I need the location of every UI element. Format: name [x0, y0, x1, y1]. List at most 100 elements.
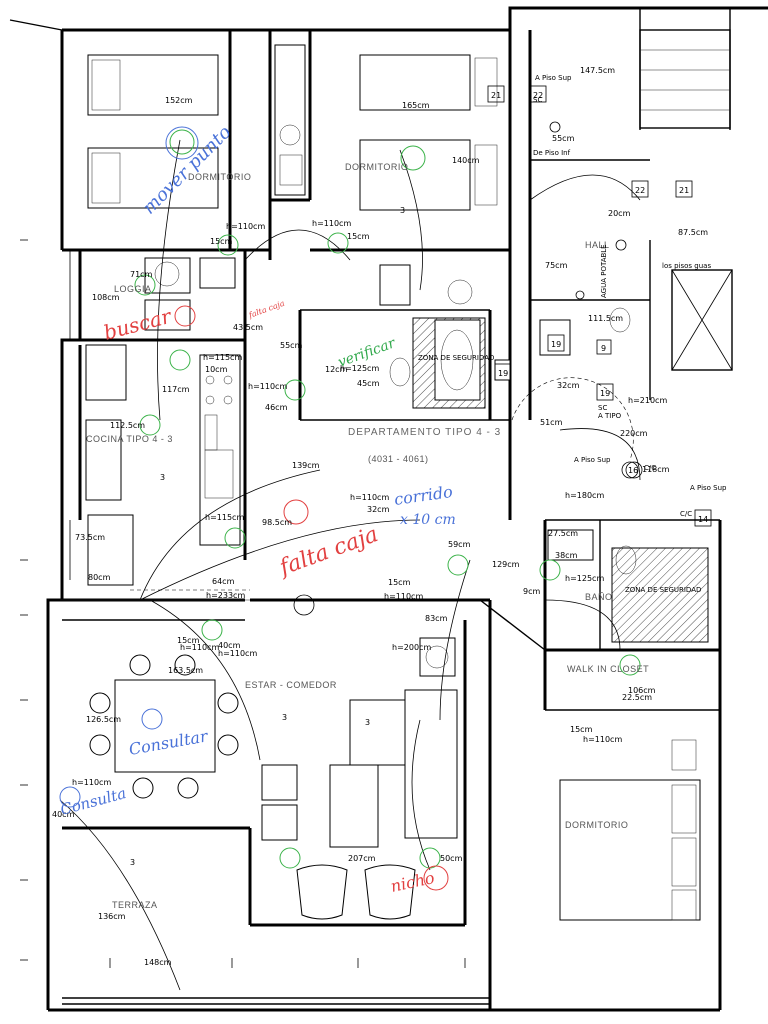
svg-text:106cm: 106cm [628, 686, 656, 695]
riser-notes: A Piso Sup De Piso Inf AGUA POTABLE los … [533, 74, 727, 518]
svg-text:126.5cm: 126.5cm [86, 715, 121, 724]
svg-text:46cm: 46cm [265, 403, 288, 412]
room-departamento: DEPARTAMENTO TIPO 4 - 3 [348, 427, 501, 438]
note-falta-caja-small: falta caja [247, 299, 286, 321]
svg-text:h=110cm: h=110cm [350, 493, 389, 502]
svg-text:75cm: 75cm [545, 261, 568, 270]
svg-text:h=125cm: h=125cm [565, 574, 604, 583]
room-dormitorio-2: DORMITORIO [345, 162, 408, 172]
outlet-symbols [293, 121, 639, 616]
svg-text:3: 3 [400, 206, 405, 215]
svg-text:h=110cm: h=110cm [583, 735, 622, 744]
svg-text:55cm: 55cm [280, 341, 303, 350]
svg-text:55cm: 55cm [552, 134, 575, 143]
svg-text:h=110cm: h=110cm [226, 222, 265, 231]
stair-block [639, 29, 733, 371]
svg-text:h=180cm: h=180cm [565, 491, 604, 500]
svg-text:15cm: 15cm [570, 725, 593, 734]
svg-text:10cm: 10cm [205, 365, 228, 374]
svg-text:136cm: 136cm [98, 912, 126, 921]
security-zone-label-1: ZONA DE SEGURIDAD [418, 354, 494, 362]
svg-text:h=200cm: h=200cm [392, 643, 431, 652]
svg-text:40cm: 40cm [218, 641, 241, 650]
security-zone-2 [611, 547, 709, 643]
svg-text:220cm: 220cm [620, 429, 648, 438]
svg-text:16: 16 [628, 466, 638, 475]
svg-text:112.5cm: 112.5cm [110, 421, 145, 430]
svg-text:80cm: 80cm [88, 573, 111, 582]
svg-text:15cm: 15cm [177, 636, 200, 645]
svg-text:140cm: 140cm [452, 156, 480, 165]
svg-text:32cm: 32cm [557, 381, 580, 390]
svg-text:51cm: 51cm [540, 418, 563, 427]
svg-text:h=110cm: h=110cm [248, 382, 287, 391]
svg-text:12cm: 12cm [325, 365, 348, 374]
room-terraza: TERRAZA [112, 900, 158, 910]
svg-text:163.5cm: 163.5cm [168, 666, 203, 675]
svg-text:64cm: 64cm [212, 577, 235, 586]
svg-text:50cm: 50cm [440, 854, 463, 863]
svg-text:C/C: C/C [644, 464, 656, 472]
svg-text:los pisos guas: los pisos guas [662, 262, 711, 270]
svg-text:21: 21 [679, 186, 689, 195]
tags: 21 22 22 21 19 9 19 19 16 14 3 3 3 3 3 [130, 85, 712, 867]
svg-text:108cm: 108cm [92, 293, 120, 302]
svg-text:h=110cm: h=110cm [384, 592, 423, 601]
svg-text:A Piso Sup: A Piso Sup [690, 484, 727, 492]
window-ticks [20, 239, 466, 968]
svg-text:22: 22 [533, 91, 543, 100]
note-corrido: corrido [393, 482, 454, 509]
svg-text:129cm: 129cm [492, 560, 520, 569]
svg-text:32cm: 32cm [367, 505, 390, 514]
svg-text:22: 22 [635, 186, 645, 195]
blue-mark-dorm [165, 126, 199, 160]
svg-text:15cm: 15cm [347, 232, 370, 241]
note-x10cm: x 10 cm [400, 512, 456, 528]
room-departamento-nums: (4031 - 4061) [368, 454, 429, 464]
room-hall: HALL [585, 240, 610, 250]
svg-text:3: 3 [282, 713, 287, 722]
svg-text:A Piso Sup: A Piso Sup [535, 74, 572, 82]
svg-text:19: 19 [600, 389, 610, 398]
living-furniture [87, 514, 458, 920]
svg-text:21: 21 [491, 91, 501, 100]
svg-text:59cm: 59cm [448, 540, 471, 549]
svg-text:165cm: 165cm [402, 101, 430, 110]
room-loggia: LOGGIA [114, 284, 152, 294]
svg-text:h=210cm: h=210cm [628, 396, 667, 405]
red-mark-hall [283, 499, 309, 525]
svg-text:117cm: 117cm [162, 385, 190, 394]
svg-text:98.5cm: 98.5cm [262, 518, 292, 527]
svg-text:73.5cm: 73.5cm [75, 533, 105, 542]
svg-text:A Piso Sup: A Piso Sup [574, 456, 611, 464]
svg-text:20cm: 20cm [608, 209, 631, 218]
green-markers [134, 129, 641, 869]
svg-text:h=115cm: h=115cm [205, 513, 244, 522]
room-dormitorio-3: DORMITORIO [565, 820, 628, 830]
red-mark-niche [423, 865, 449, 891]
svg-text:139cm: 139cm [292, 461, 320, 470]
svg-text:83cm: 83cm [425, 614, 448, 623]
svg-text:207cm: 207cm [348, 854, 376, 863]
svg-text:19: 19 [551, 340, 561, 349]
blue-mark-dining [141, 708, 163, 730]
room-dormitorio-1: DORMITORIO [188, 172, 251, 182]
svg-text:71cm: 71cm [130, 270, 153, 279]
svg-text:38cm: 38cm [555, 551, 578, 560]
svg-text:22.5cm: 22.5cm [622, 693, 652, 702]
svg-text:45cm: 45cm [357, 379, 380, 388]
svg-text:9cm: 9cm [523, 587, 540, 596]
svg-text:111.5cm: 111.5cm [588, 314, 623, 323]
svg-text:15cm: 15cm [388, 578, 411, 587]
svg-text:3: 3 [365, 718, 370, 727]
svg-text:h=115cm: h=115cm [203, 353, 242, 362]
red-mark-loggia [174, 305, 196, 327]
security-zone-label-2: ZONA DE SEGURIDAD [625, 586, 701, 594]
svg-text:118cm: 118cm [642, 465, 670, 474]
svg-text:43.5cm: 43.5cm [233, 323, 263, 332]
note-falta-caja: falta caja [275, 522, 382, 581]
svg-text:19: 19 [498, 369, 508, 378]
svg-text:40cm: 40cm [52, 810, 75, 819]
svg-text:h=110cm: h=110cm [218, 649, 257, 658]
